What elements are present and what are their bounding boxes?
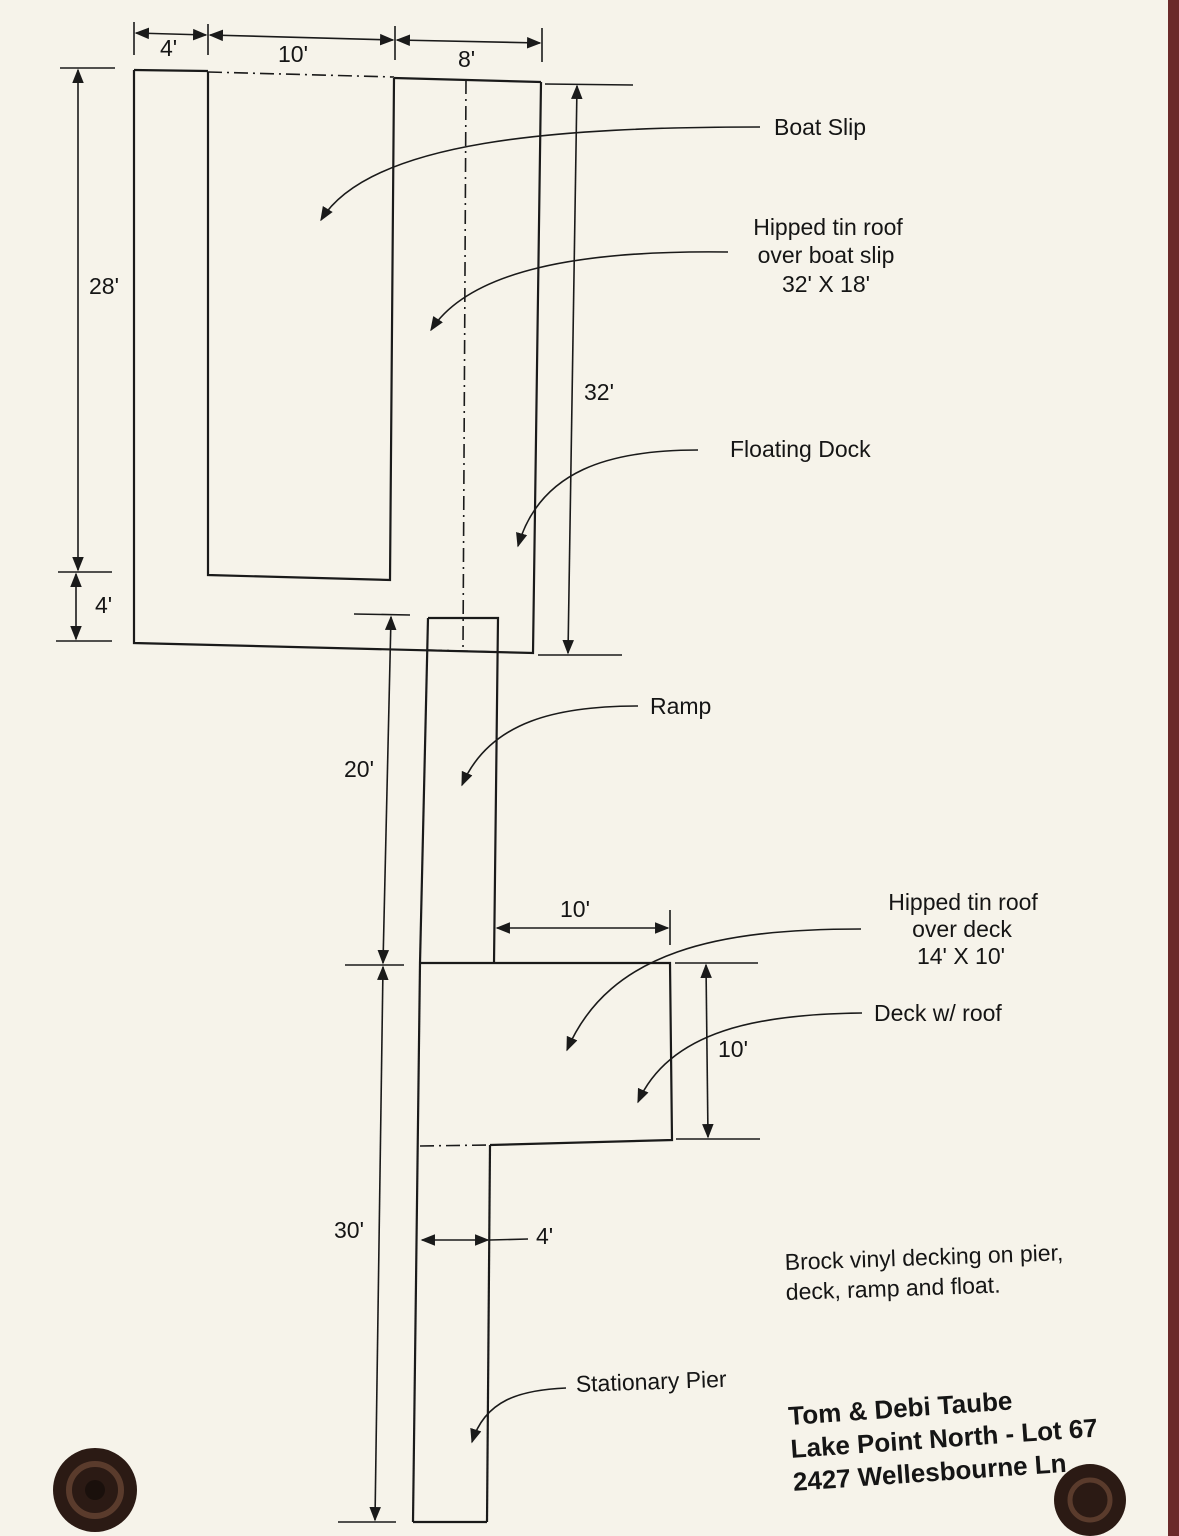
label-slip-roof-line-2: over boat slip (758, 242, 895, 268)
owner-block: Tom & Debi Taube Lake Point North - Lot … (787, 1385, 1098, 1496)
dim-float-width: 8' (458, 46, 475, 72)
leader-arrows (320, 126, 863, 1444)
dim-deck-depth: 10' (718, 1036, 748, 1062)
dim-deck-width: 10' (560, 896, 590, 922)
deck-outline (419, 961, 674, 1147)
label-deck: Deck w/ roof (874, 1000, 1002, 1026)
deck-width-dimension (495, 910, 671, 945)
label-deck-roof-line-1: Hipped tin roof (888, 889, 1038, 915)
dim-ramp-length: 20' (344, 756, 374, 782)
float-length-dimension (538, 83, 634, 656)
ramp-outline (418, 616, 500, 964)
stationary-pier-outline (411, 962, 492, 1524)
pier-length-dimension (338, 965, 396, 1523)
binder-ring-icon-right (1054, 1464, 1126, 1536)
note-line-1: Brock vinyl decking on pier, (784, 1239, 1063, 1275)
label-ramp: Ramp (650, 693, 711, 719)
dim-slip-width: 10' (278, 41, 308, 67)
pier-width-dimension (420, 1234, 529, 1246)
decking-note: Brock vinyl decking on pier, deck, ramp … (784, 1239, 1063, 1305)
paper-edge (1168, 0, 1179, 1536)
label-floating-dock: Floating Dock (730, 436, 871, 462)
note-line-2: deck, ramp and float. (785, 1271, 1001, 1304)
label-slip-roof-line-3: 32' X 18' (782, 271, 870, 297)
label-deck-roof-line-3: 14' X 10' (917, 943, 1005, 969)
left-dimensions (56, 67, 115, 642)
binder-ring-icon (53, 1448, 137, 1532)
label-stationary-pier: Stationary Pier (575, 1366, 727, 1397)
dim-float-length: 32' (584, 379, 614, 405)
dim-slip-side-walk: 4' (160, 35, 177, 61)
dim-back-walk: 4' (95, 592, 112, 618)
dim-slip-length: 28' (89, 273, 119, 299)
label-deck-roof-line-2: over deck (912, 916, 1012, 942)
deck-depth-dimension (675, 962, 760, 1140)
dim-pier-length: 30' (334, 1217, 364, 1243)
label-slip-roof-line-1: Hipped tin roof (753, 214, 903, 240)
label-boat-slip: Boat Slip (774, 114, 866, 140)
top-dimensions (133, 22, 543, 62)
floating-dock-outline (132, 68, 543, 655)
ramp-length-dimension (345, 613, 411, 966)
dim-pier-width: 4' (536, 1223, 553, 1249)
label-stationary-pier-group: Stationary Pier (575, 1366, 727, 1397)
